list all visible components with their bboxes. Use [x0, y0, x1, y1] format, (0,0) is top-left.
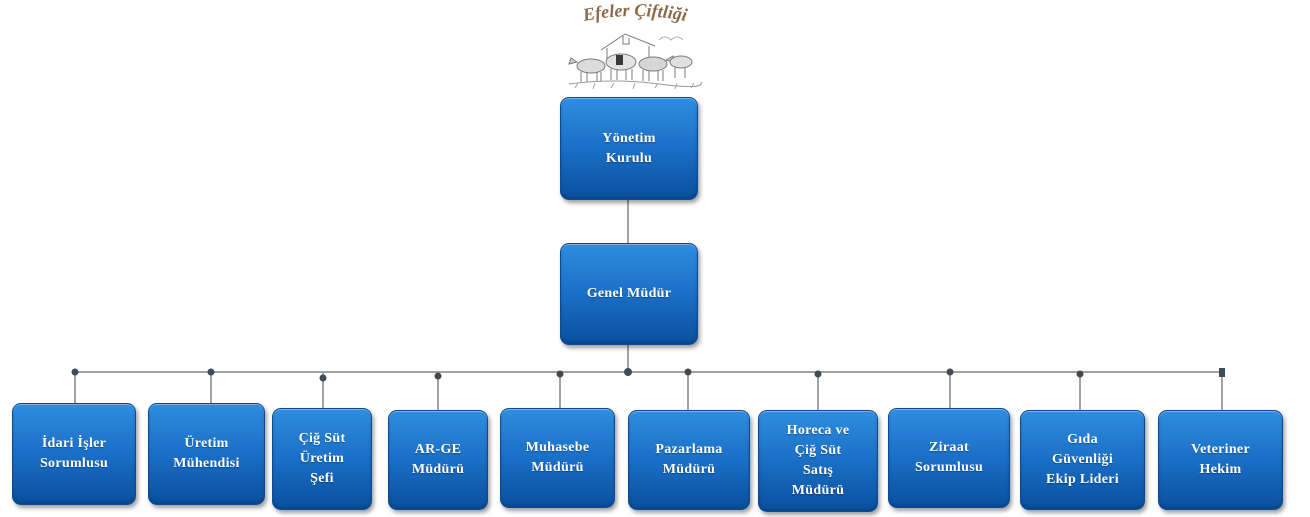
node-pazarlama-muduru: Pazarlama Müdürü — [628, 410, 750, 510]
junction-dot — [814, 370, 822, 378]
node-yonetim-kurulu: Yönetim Kurulu — [560, 97, 698, 200]
node-idari-isler-sorumlusu: İdari İşler Sorumlusu — [12, 403, 136, 505]
junction-dot — [71, 368, 79, 376]
junction-dot — [624, 368, 632, 376]
farm-illustration — [568, 33, 702, 90]
junction-dot — [556, 370, 564, 378]
node-ar-ge-muduru: AR-GE Müdürü — [388, 410, 488, 510]
junction-dot — [319, 374, 327, 382]
node-cig-sut-uretim-sefi: Çiğ Süt Üretim Şefi — [272, 408, 372, 510]
node-label: Genel Müdür — [586, 286, 672, 301]
node-label: Horeca ve Çiğ Süt Satış Müdürü — [786, 423, 850, 498]
node-horeca-cig-sut-satis-muduru: Horeca ve Çiğ Süt Satış Müdürü — [758, 410, 878, 512]
node-label: İdari İşler Sorumlusu — [39, 436, 109, 471]
junction-dot — [1076, 370, 1084, 378]
node-label: Ziraat Sorumlusu — [914, 440, 984, 475]
junction-dot — [1219, 368, 1225, 377]
node-ziraat-sorumlusu: Ziraat Sorumlusu — [888, 408, 1010, 508]
junction-dot — [434, 372, 442, 380]
junction-dot — [946, 368, 954, 376]
junction-dot — [207, 368, 215, 376]
node-label: Gıda Güvenliği Ekip Lideri — [1046, 432, 1119, 487]
node-gida-guvenligi-ekip-lideri: Gıda Güvenliği Ekip Lideri — [1020, 410, 1145, 510]
node-label: Pazarlama Müdürü — [655, 442, 723, 477]
node-genel-mudur: Genel Müdür — [560, 243, 698, 345]
node-label: Üretim Mühendisi — [173, 436, 240, 471]
node-muhasebe-muduru: Muhasebe Müdürü — [500, 408, 615, 508]
node-label: AR-GE Müdürü — [411, 442, 465, 477]
node-label: Çiğ Süt Üretim Şefi — [298, 431, 346, 486]
node-label: Muhasebe Müdürü — [525, 440, 590, 475]
logo-title: Efeler Çiftliği — [580, 0, 689, 25]
node-label: Veteriner Hekim — [1191, 442, 1250, 477]
company-logo: Efeler Çiftliği — [568, 0, 702, 90]
junction-dot — [684, 368, 692, 376]
node-veteriner-hekim: Veteriner Hekim — [1158, 410, 1283, 510]
node-uretim-muhendisi: Üretim Mühendisi — [148, 403, 265, 505]
node-label: Yönetim Kurulu — [602, 130, 656, 166]
